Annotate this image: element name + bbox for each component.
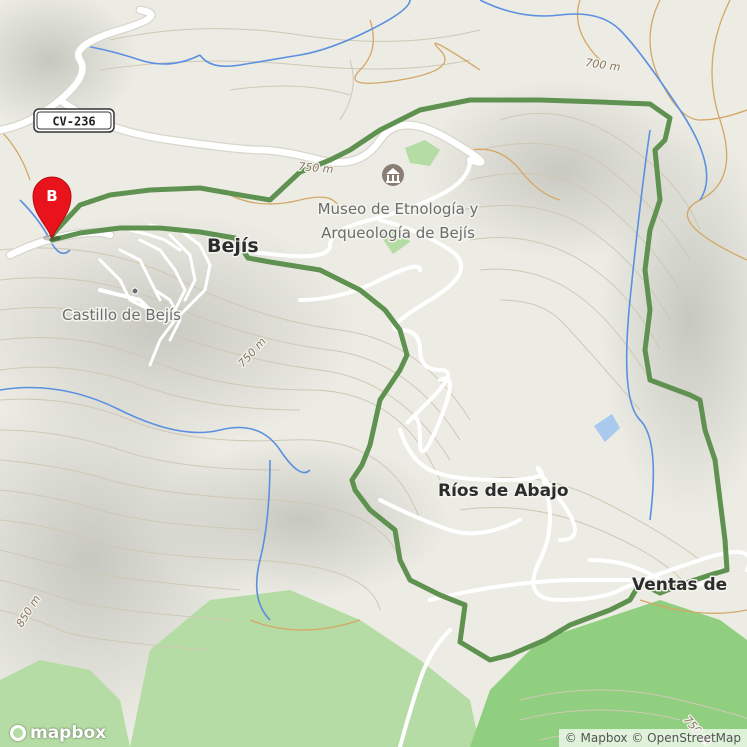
place-label-bejis: Bejís: [207, 235, 259, 257]
place-label-ventas: Ventas de: [632, 575, 727, 595]
contour-label-700: 700 m: [585, 56, 622, 74]
place-label-rios-de-abajo: Ríos de Abajo: [438, 481, 569, 501]
reservoir: [594, 414, 620, 442]
mapbox-logo-icon: [10, 725, 26, 741]
contour-label-750-north: 750 m: [298, 160, 334, 176]
forest-areas: [0, 140, 747, 747]
contour-lines: [0, 28, 747, 741]
road-network: [0, 5, 747, 747]
hiking-route[interactable]: [49, 97, 730, 663]
place-label-castillo: Castillo de Bejís: [62, 306, 181, 324]
road-shield: CV-236: [33, 108, 115, 133]
map-attribution[interactable]: © Mapbox © OpenStreetMap: [558, 729, 747, 747]
place-label-museo-line2: Arqueología de Bejís: [321, 224, 475, 242]
map-pin-label: B: [46, 187, 57, 205]
museum-icon: [382, 164, 404, 186]
index-contours: [0, 0, 747, 631]
castle-poi-dot: [131, 287, 139, 295]
mapbox-logo-text: mapbox: [30, 723, 107, 743]
place-label-museo-line1: Museo de Etnología y: [318, 200, 479, 218]
mapbox-logo[interactable]: mapbox: [10, 723, 106, 743]
road-shield-label: CV-236: [52, 115, 95, 129]
map-pin-icon[interactable]: B: [32, 176, 72, 241]
